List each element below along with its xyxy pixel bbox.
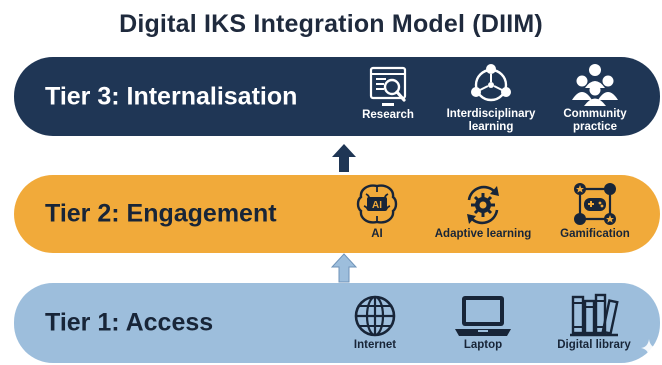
digital-library-icon [570, 293, 619, 337]
arrow-up-icon [332, 144, 356, 172]
tier-1-title: Tier 1: Access [45, 308, 214, 337]
interdisciplinary-learning-item: Interdisciplinary learning [436, 62, 546, 134]
community-label-line2: practice [572, 121, 618, 133]
arrow-up-outline-icon [331, 253, 357, 283]
tier-2-band: Tier 2: Engagement AI AI Adaptive learni… [14, 175, 660, 253]
gamification-icon [574, 183, 616, 225]
laptop-label: Laptop [463, 339, 503, 351]
tier-3-title: Tier 3: Internalisation [45, 82, 298, 110]
ai-brain-icon: AI [356, 184, 398, 224]
tier-3-band: Tier 3: Internalisation Research Interdi… [14, 57, 660, 136]
community-label-line1: Community [563, 108, 627, 120]
sparkle-icon [641, 339, 657, 357]
interdisciplinary-label-line1: Interdisciplinary [446, 108, 536, 120]
interdisciplinary-label-line2: learning [468, 121, 514, 133]
internet-item: Internet [342, 293, 408, 352]
digital-library-item: Digital library [539, 291, 649, 352]
gamification-label: Gamification [560, 228, 630, 240]
research-item: Research [338, 65, 438, 122]
laptop-item: Laptop [438, 293, 528, 352]
research-label: Research [362, 109, 414, 121]
community-practice-item: Community practice [550, 62, 640, 134]
ai-label: AI [371, 228, 383, 240]
laptop-icon [455, 296, 511, 336]
ai-icon-text: AI [372, 200, 382, 211]
globe-icon [354, 295, 396, 337]
internet-label: Internet [353, 339, 397, 351]
diagram-title: Digital IKS Integration Model (DIIM) [119, 10, 543, 38]
community-practice-icon [572, 64, 618, 106]
adaptive-learning-icon [467, 185, 499, 225]
adaptive-learning-label: Adaptive learning [434, 228, 532, 240]
research-icon [369, 66, 407, 106]
interdisciplinary-learning-icon [471, 64, 511, 102]
gamification-item: Gamification [552, 180, 638, 241]
tier-1-band: Tier 1: Access Internet Laptop [14, 283, 660, 363]
digital-library-label: Digital library [557, 339, 631, 351]
tier-2-title: Tier 2: Engagement [45, 199, 277, 228]
adaptive-learning-item: Adaptive learning [426, 182, 540, 241]
ai-item: AI AI [344, 182, 410, 241]
